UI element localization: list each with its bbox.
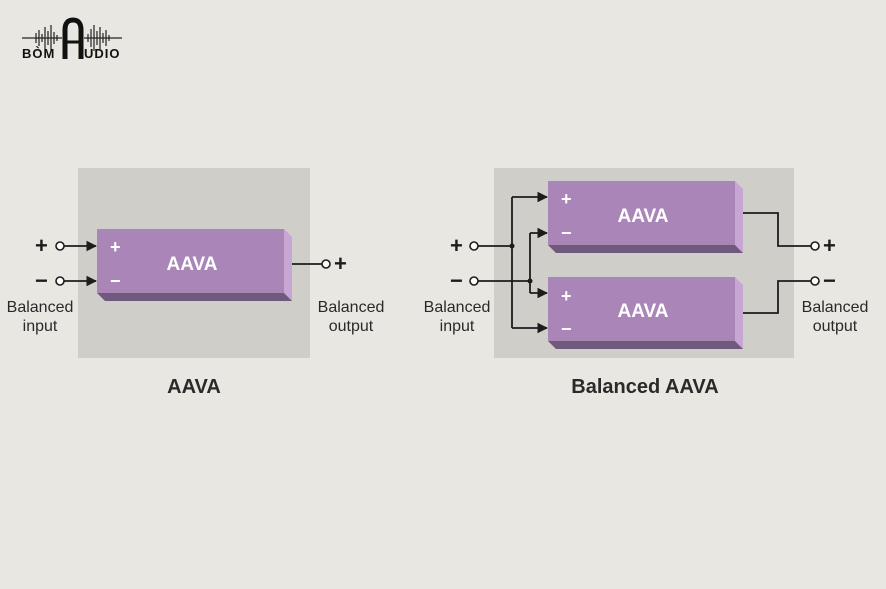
balanced-aava-caption: Balanced AAVA <box>571 376 718 398</box>
top-block-bottom <box>548 245 743 253</box>
aava-out-plus: + <box>334 251 347 276</box>
balanced-out-minus: − <box>823 268 836 293</box>
balanced-in-minus-terminal <box>469 276 479 286</box>
top-block-label: AAVA <box>617 206 668 227</box>
aava-in-plus-terminal <box>55 241 65 251</box>
aava-output-label-1: Balanced <box>318 299 385 316</box>
aava-block-label: AAVA <box>166 254 217 275</box>
logo-text-right: UDIO <box>84 46 121 61</box>
balanced-input-label-2: input <box>440 318 475 335</box>
balanced-in-plus-terminal <box>469 241 479 251</box>
balanced-out-minus-terminal <box>810 276 820 286</box>
balanced-in-plus: + <box>450 233 463 258</box>
balanced-output-label-1: Balanced <box>802 299 869 316</box>
aava-block-plus: + <box>110 237 121 257</box>
bottom-block-bottom <box>548 341 743 349</box>
aava-in-minus: − <box>35 268 48 293</box>
aava-caption: AAVA <box>167 376 221 398</box>
balanced-minus-wiring <box>478 227 549 299</box>
balanced-aava-diagram: + − AAVA + − AAVA + − <box>424 168 869 398</box>
balanced-plus-wiring <box>478 191 549 334</box>
bottom-block-label: AAVA <box>617 301 668 322</box>
balanced-input-label-1: Balanced <box>424 299 491 316</box>
aava-output-label-2: output <box>329 318 374 335</box>
balanced-output-label-2: output <box>813 318 858 335</box>
bottom-block-face <box>548 277 735 341</box>
balanced-in-minus: − <box>450 268 463 293</box>
balanced-out-plus: + <box>823 233 836 258</box>
aava-diagram: + − AAVA + − + Balanced input Balanced o… <box>7 168 385 398</box>
top-block-face <box>548 181 735 245</box>
bottom-block-side <box>735 277 743 349</box>
aava-block-side <box>284 229 292 301</box>
aava-in-minus-terminal <box>55 276 65 286</box>
aava-out-terminal <box>321 259 331 269</box>
aava-input-label-2: input <box>23 318 58 335</box>
aava-block-bottom <box>97 293 292 301</box>
top-block-plus: + <box>561 189 572 209</box>
aava-input-label-1: Balanced <box>7 299 74 316</box>
aava-in-plus: + <box>35 233 48 258</box>
logo-text-left: BÒM <box>22 46 55 61</box>
balanced-output-wiring <box>743 212 811 314</box>
balanced-out-plus-terminal <box>810 241 820 251</box>
aava-block-face <box>97 229 284 293</box>
aava-block: + − AAVA <box>97 229 292 301</box>
top-block-minus: − <box>561 223 572 243</box>
top-block-side <box>735 181 743 253</box>
bomaudio-logo: BÒM UDIO <box>22 17 122 61</box>
monogram-icon <box>62 17 84 59</box>
balanced-aava-top-block: + − AAVA <box>548 181 743 253</box>
waveform-icon <box>22 25 122 51</box>
bottom-block-minus: − <box>561 319 572 339</box>
balanced-aava-bottom-block: + − AAVA <box>548 277 743 349</box>
bottom-block-plus: + <box>561 286 572 306</box>
aava-block-minus: − <box>110 271 121 291</box>
